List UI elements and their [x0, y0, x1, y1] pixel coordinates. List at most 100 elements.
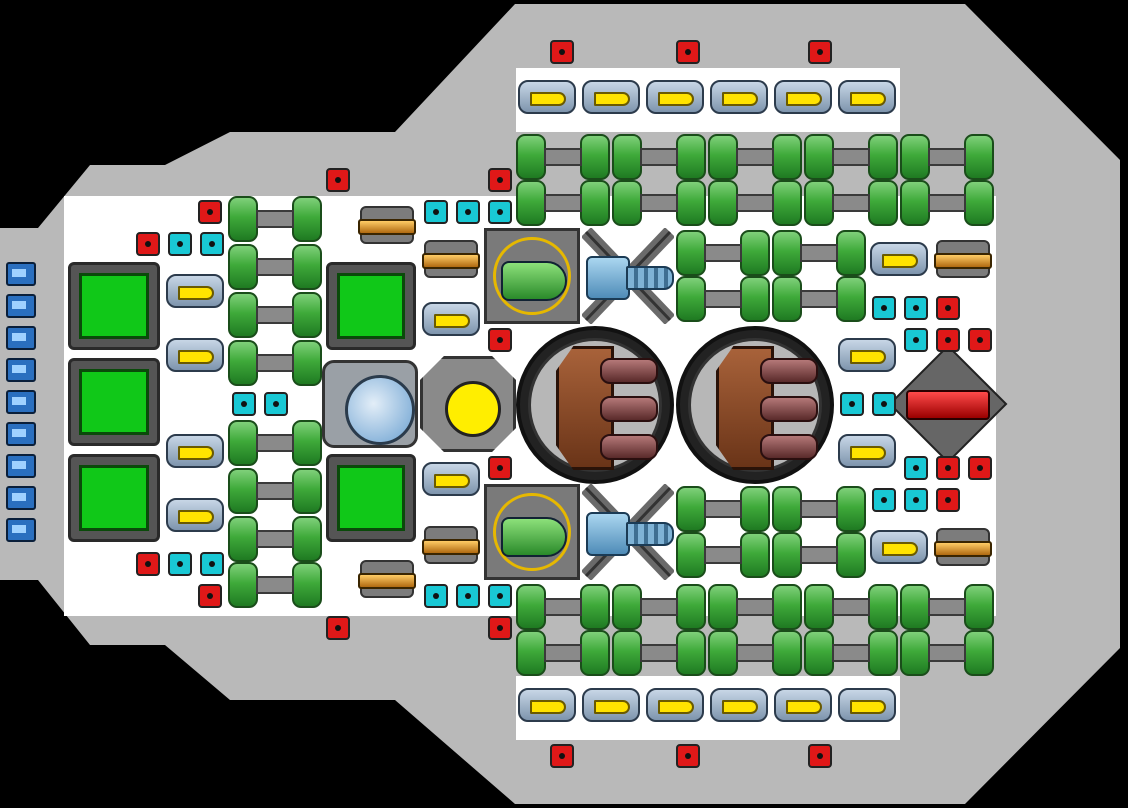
- thruster-icon: [772, 74, 834, 120]
- thruster-icon: [580, 74, 642, 120]
- cyan-node-icon: [872, 392, 896, 416]
- fuel-pipe: [832, 644, 870, 662]
- battery-icon: [6, 294, 36, 318]
- cyan-node-icon: [904, 296, 928, 320]
- thruster-icon: [644, 74, 706, 120]
- fuel-pipe: [640, 148, 678, 166]
- fuel-pipe: [736, 598, 774, 616]
- drill-icon: [582, 484, 674, 580]
- red-node-icon: [136, 232, 160, 256]
- turret-icon: [356, 556, 418, 602]
- fuel-pipe: [256, 258, 294, 276]
- thruster-flame: [178, 446, 214, 460]
- fuel-tank-icon: [772, 532, 802, 578]
- thruster-flame: [722, 700, 758, 714]
- solar-panel-icon: [326, 262, 416, 350]
- fuel-tank-icon: [836, 276, 866, 322]
- fuel-tank-icon: [676, 630, 706, 676]
- fuel-tank-icon: [228, 196, 258, 242]
- fuel-tank-icon: [964, 180, 994, 226]
- red-node-icon: [488, 616, 512, 640]
- red-node-icon: [198, 200, 222, 224]
- reactor-rod: [600, 396, 658, 422]
- fuel-pipe: [704, 290, 742, 308]
- fuel-tank-icon: [740, 230, 770, 276]
- fuel-pipe: [256, 482, 294, 500]
- thruster-flame: [882, 542, 918, 556]
- fuel-tank-icon: [228, 292, 258, 338]
- fuel-tank-icon: [676, 532, 706, 578]
- cockpit-ring: [493, 237, 571, 315]
- thruster-icon: [164, 492, 226, 538]
- thruster-flame: [434, 474, 470, 488]
- fuel-tank-icon: [292, 292, 322, 338]
- red-node-icon: [198, 584, 222, 608]
- fuel-pipe: [256, 530, 294, 548]
- drill-head: [586, 512, 630, 556]
- fuel-tank-icon: [804, 584, 834, 630]
- fuel-tank-icon: [900, 134, 930, 180]
- cockpit-icon: [484, 228, 580, 324]
- turret-barrel: [934, 541, 992, 557]
- thruster-icon: [420, 296, 482, 342]
- thruster-body: [710, 688, 768, 722]
- cyan-node-icon: [872, 296, 896, 320]
- red-node-icon: [488, 168, 512, 192]
- fuel-tank-icon: [612, 134, 642, 180]
- cyan-node-icon: [872, 488, 896, 512]
- drill-bit: [626, 522, 674, 546]
- red-node-icon: [808, 40, 832, 64]
- turret-barrel: [422, 539, 480, 555]
- fuel-tank-icon: [676, 230, 706, 276]
- thruster-icon: [868, 524, 930, 570]
- battery-icon: [6, 262, 36, 286]
- fuel-tank-icon: [676, 584, 706, 630]
- fuel-tank-icon: [612, 180, 642, 226]
- drill-bit: [626, 266, 674, 290]
- thruster-flame: [530, 92, 566, 106]
- fuel-pipe: [256, 306, 294, 324]
- deck-bottom: [516, 676, 900, 740]
- fuel-pipe: [736, 148, 774, 166]
- fuel-pipe: [736, 194, 774, 212]
- cyan-node-icon: [840, 392, 864, 416]
- fuel-tank-icon: [292, 516, 322, 562]
- thruster-icon: [420, 456, 482, 502]
- reactor-icon: [676, 326, 834, 484]
- fuel-pipe: [832, 598, 870, 616]
- fuel-tank-icon: [228, 516, 258, 562]
- battery-icon: [6, 518, 36, 542]
- red-node-icon: [326, 168, 350, 192]
- cyan-node-icon: [168, 232, 192, 256]
- fuel-tank-icon: [708, 584, 738, 630]
- cyan-node-icon: [904, 456, 928, 480]
- fuel-tank-icon: [740, 276, 770, 322]
- cyan-node-icon: [488, 200, 512, 224]
- fuel-pipe: [704, 546, 742, 564]
- turret-icon: [932, 524, 994, 570]
- fuel-tank-icon: [964, 584, 994, 630]
- thruster-icon: [772, 682, 834, 728]
- fuel-tank-icon: [868, 180, 898, 226]
- fuel-pipe: [544, 194, 582, 212]
- cyan-node-icon: [168, 552, 192, 576]
- thruster-icon: [516, 682, 578, 728]
- cyan-node-icon: [424, 200, 448, 224]
- turret-icon: [420, 236, 482, 282]
- solar-panel-icon: [68, 454, 160, 542]
- fuel-pipe: [832, 148, 870, 166]
- red-node-icon: [488, 456, 512, 480]
- fuel-tank-icon: [868, 584, 898, 630]
- reactor-rod: [760, 396, 818, 422]
- fuel-tank-icon: [516, 630, 546, 676]
- fuel-tank-icon: [836, 230, 866, 276]
- fuel-pipe: [256, 434, 294, 452]
- turret-icon: [356, 202, 418, 248]
- panel-surface: [79, 369, 149, 435]
- cyan-node-icon: [456, 584, 480, 608]
- fuel-tank-icon: [228, 340, 258, 386]
- fuel-tank-icon: [772, 134, 802, 180]
- turret-barrel: [358, 573, 416, 589]
- red-node-icon: [968, 456, 992, 480]
- thruster-flame: [434, 314, 470, 328]
